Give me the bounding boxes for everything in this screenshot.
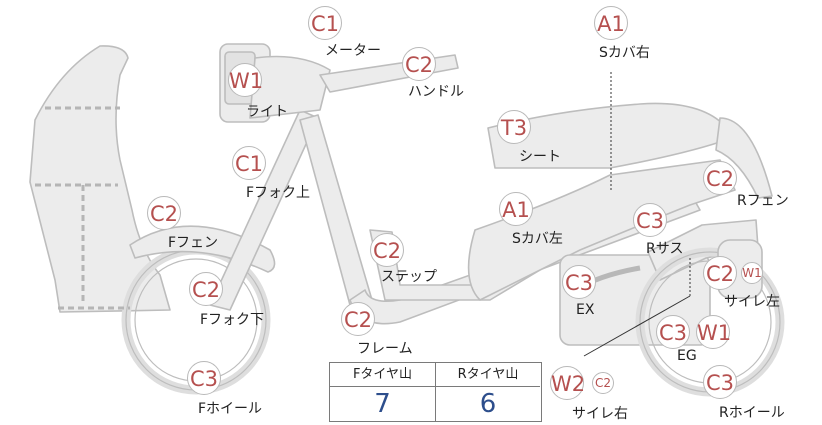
- marker-seat-label: シート: [519, 149, 561, 165]
- marker-exhaust-label: EX: [576, 302, 595, 318]
- marker-step-label: ステップ: [381, 269, 437, 285]
- marker-muffler-right-code: W2: [550, 366, 585, 400]
- marker-engine-code: C3: [656, 315, 690, 349]
- marker-f-fender-label: Fフェン: [168, 235, 219, 251]
- front-tread-value: 7: [374, 389, 391, 419]
- marker-fork-lower-label: Fフォク下: [200, 312, 265, 328]
- table-divider: [435, 363, 436, 421]
- headstock: [249, 55, 331, 119]
- marker-meter-label: メーター: [325, 43, 381, 59]
- marker-meter-code: C1: [308, 6, 342, 40]
- marker-r-suspension-label: Rサス: [646, 241, 684, 257]
- marker-s-cover-right-label: Sカバ右: [599, 45, 650, 61]
- marker-f-fender-code: C2: [147, 196, 181, 230]
- marker-r-wheel-label: Rホイール: [719, 405, 785, 421]
- marker-engine-code2: W1: [696, 315, 731, 349]
- rear-tread-header: Rタイヤ山: [436, 363, 540, 387]
- marker-s-cover-left-code: A1: [499, 192, 533, 226]
- marker-muffler-left-label: サイレ左: [724, 294, 780, 310]
- marker-frame-code: C2: [341, 302, 375, 336]
- front-fork: [209, 109, 319, 311]
- marker-r-fender-label: Rフェン: [737, 193, 789, 209]
- marker-f-wheel-label: Fホイール: [198, 401, 263, 417]
- marker-f-wheel-code: C3: [187, 361, 221, 395]
- marker-handle-label: ハンドル: [408, 84, 464, 100]
- frame-tube: [299, 114, 373, 306]
- front-tread-header: Fタイヤ山: [330, 363, 435, 387]
- marker-seat-code: T3: [497, 110, 531, 144]
- marker-r-fender-code: C2: [703, 161, 737, 195]
- marker-frame-label: フレーム: [357, 341, 413, 357]
- marker-muffler-left-code: C2: [703, 256, 737, 290]
- marker-light-code: W1: [228, 63, 263, 97]
- marker-muffler-right-label: サイレ右: [572, 406, 628, 422]
- tire-tread-table: Fタイヤ山 Rタイヤ山 7 6: [329, 362, 542, 422]
- marker-engine-label: EG: [677, 348, 697, 364]
- marker-light-label: ライト: [246, 104, 288, 120]
- marker-s-cover-left-label: Sカバ左: [512, 231, 563, 247]
- marker-fork-upper-code: C1: [232, 146, 266, 180]
- marker-exhaust-code: C3: [562, 265, 596, 299]
- front-fender: [129, 225, 276, 273]
- marker-step-code: C2: [370, 233, 404, 267]
- marker-muffler-left-code2: W1: [741, 262, 763, 284]
- side-cover: [467, 159, 736, 301]
- marker-handle-code: C2: [402, 47, 436, 81]
- marker-muffler-right-code2: C2: [592, 372, 614, 394]
- marker-r-suspension-code: C3: [633, 203, 667, 237]
- marker-fork-upper-label: Fフォク上: [246, 185, 311, 201]
- rear-tread-value: 6: [479, 389, 497, 419]
- marker-r-wheel-code: C3: [703, 365, 737, 399]
- rear-fender: [715, 117, 773, 199]
- marker-fork-lower-code: C2: [189, 272, 223, 306]
- marker-s-cover-right-code: A1: [594, 6, 628, 40]
- seat: [487, 102, 726, 169]
